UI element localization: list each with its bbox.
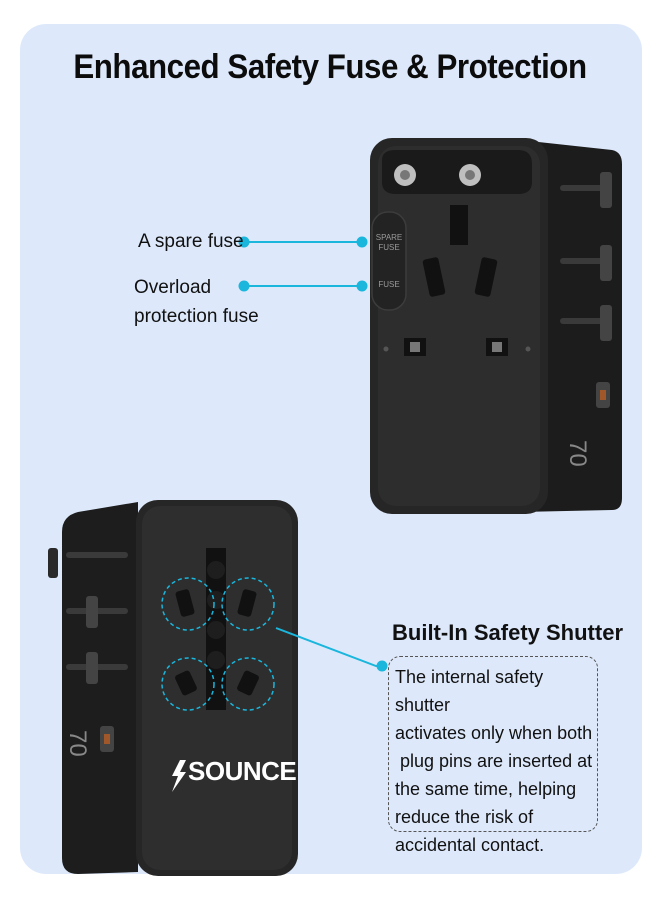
brand-bolt-icon xyxy=(172,760,186,792)
callout-dot xyxy=(238,236,250,248)
socket-slot xyxy=(450,205,468,245)
shutter-ring xyxy=(161,577,215,631)
spare-fuse-callout: A spare fuse xyxy=(138,231,244,252)
slider-knob xyxy=(86,652,98,684)
slider-knob xyxy=(600,245,612,281)
overload-fuse-callout: Overload protection fuse xyxy=(134,277,259,327)
shutter-line: the same time, helping xyxy=(395,779,577,799)
socket-slot xyxy=(474,257,498,297)
shutter-description: The internal safety shutter activates on… xyxy=(388,656,598,855)
shutter-ring xyxy=(161,657,215,711)
shutter-line: plug pins are inserted at xyxy=(395,751,593,771)
adapter-top: 70 xyxy=(370,138,622,514)
side-slider-track xyxy=(560,258,608,264)
adapter-bottom: 70 xyxy=(48,500,298,876)
side-slider-track xyxy=(560,318,608,324)
side-slider-track xyxy=(66,552,128,558)
svg-text:70: 70 xyxy=(64,730,91,757)
shutter-line: activates only when both xyxy=(395,723,593,743)
callout-connectors xyxy=(238,236,388,672)
fuse-housing xyxy=(371,211,407,311)
slider-knob xyxy=(86,596,98,628)
slider-knob xyxy=(600,172,612,208)
shutter-line: reduce the risk of xyxy=(395,807,534,827)
callout-dot xyxy=(356,236,368,248)
spare-fuse-label: SPARE FUSE xyxy=(375,233,403,252)
callout-dot xyxy=(356,280,368,292)
svg-text:70: 70 xyxy=(564,440,591,467)
slider-knob xyxy=(600,305,612,341)
shutter-title: Built-In Safety Shutter xyxy=(392,620,624,645)
shutter-line: accidental contact. xyxy=(395,835,545,855)
callout-dot xyxy=(376,660,388,672)
shutter-ring xyxy=(221,577,275,631)
shutter-ring xyxy=(221,657,275,711)
brand-logo: SOUNCE xyxy=(188,756,297,786)
socket-slot xyxy=(422,257,446,297)
fuse-label: FUSE xyxy=(378,280,400,289)
callout-dot xyxy=(238,280,250,292)
page-title: Enhanced Safety Fuse & Protection xyxy=(73,48,587,86)
shutter-line: The internal safety shutter xyxy=(395,667,544,715)
side-slider-track xyxy=(560,185,608,191)
